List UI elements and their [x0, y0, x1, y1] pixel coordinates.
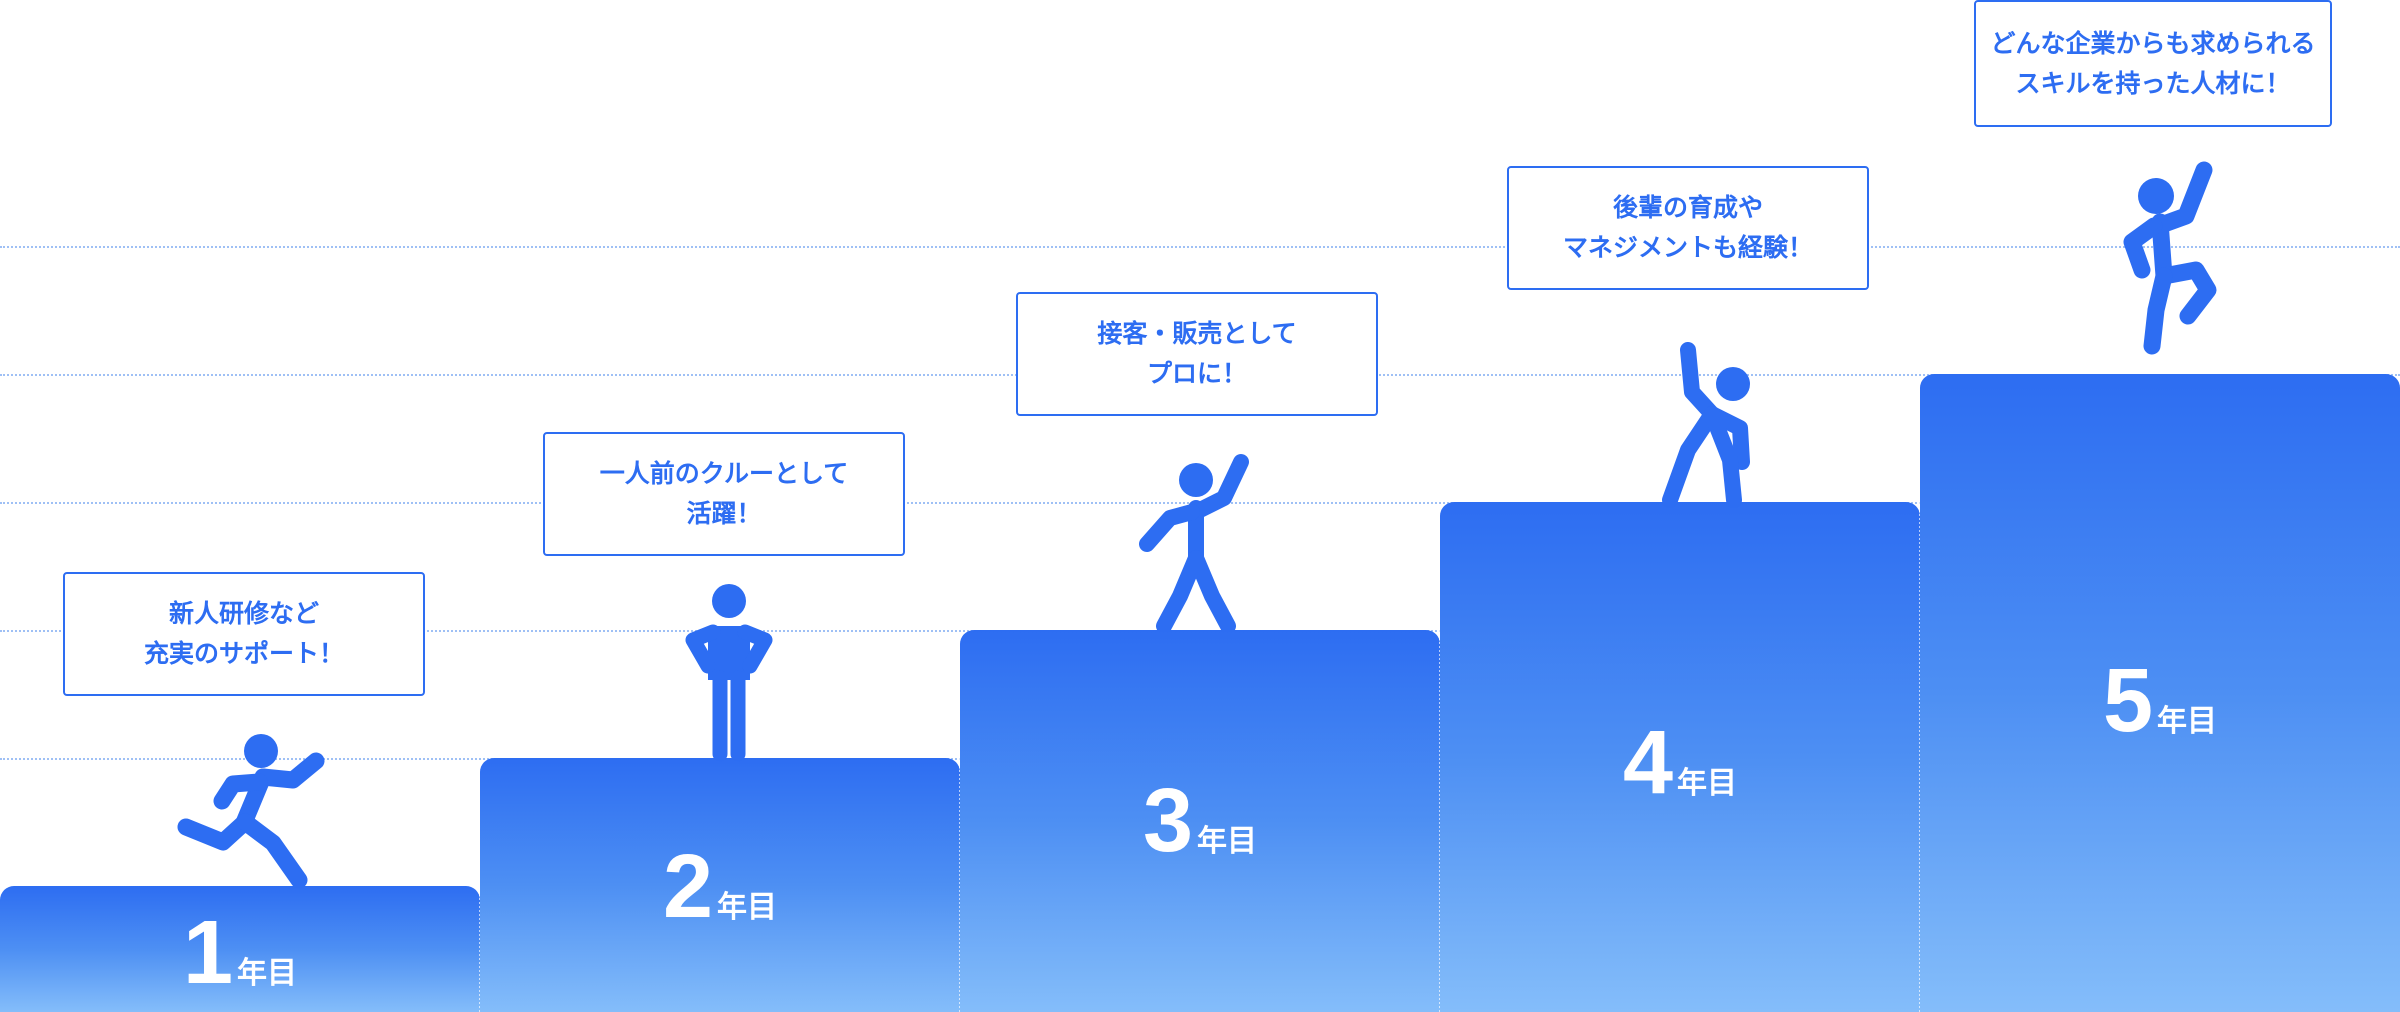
- year-suffix: 年目: [1677, 766, 1738, 801]
- bubble-text-line: 活躍！: [686, 499, 762, 528]
- year-suffix: 年目: [2157, 704, 2218, 739]
- stretching-person-icon: [1662, 342, 1750, 508]
- bubble-text-line: 接客・販売として: [1097, 319, 1297, 348]
- speech-bubble-year-4: 後輩の育成や マネジメントも経験！: [1507, 166, 1869, 290]
- guide-line: [0, 246, 2400, 248]
- bubble-text-line: 新人研修など: [168, 599, 319, 628]
- year-number: 1: [182, 903, 234, 1003]
- bubble-text-line: 一人前のクルーとして: [599, 459, 849, 488]
- year-suffix: 年目: [717, 890, 778, 925]
- year-number: 4: [1622, 713, 1674, 813]
- speech-bubble-year-1: 新人研修など 充実のサポート！: [63, 572, 425, 696]
- year-suffix: 年目: [237, 956, 298, 991]
- year-number: 3: [1142, 771, 1194, 871]
- speech-bubble-year-2: 一人前のクルーとして 活躍！: [543, 432, 905, 556]
- year-number: 2: [662, 837, 714, 937]
- running-person-icon: [177, 734, 325, 889]
- year-number: 5: [2102, 651, 2154, 751]
- bubble-text-line: スキルを持った人材に！: [2015, 68, 2291, 98]
- bubble-text-line: プロに！: [1146, 359, 1247, 388]
- jumping-person-icon: [2123, 161, 2217, 355]
- bubble-text-line: どんな企業からも求められる: [1990, 28, 2316, 58]
- speech-bubble-year-3: 接客・販売として プロに！: [1016, 292, 1378, 416]
- waving-person-icon: [1139, 454, 1249, 632]
- bubble-text-line: マネジメントも経験！: [1562, 233, 1813, 262]
- speech-bubble-year-5: どんな企業からも求められる スキルを持った人材に！: [1974, 0, 2332, 127]
- bubble-text-line: 充実のサポート！: [143, 639, 344, 668]
- bubble-text-line: 後輩の育成や: [1612, 193, 1763, 222]
- standing-person-icon: [685, 584, 773, 762]
- year-suffix: 年目: [1197, 824, 1258, 859]
